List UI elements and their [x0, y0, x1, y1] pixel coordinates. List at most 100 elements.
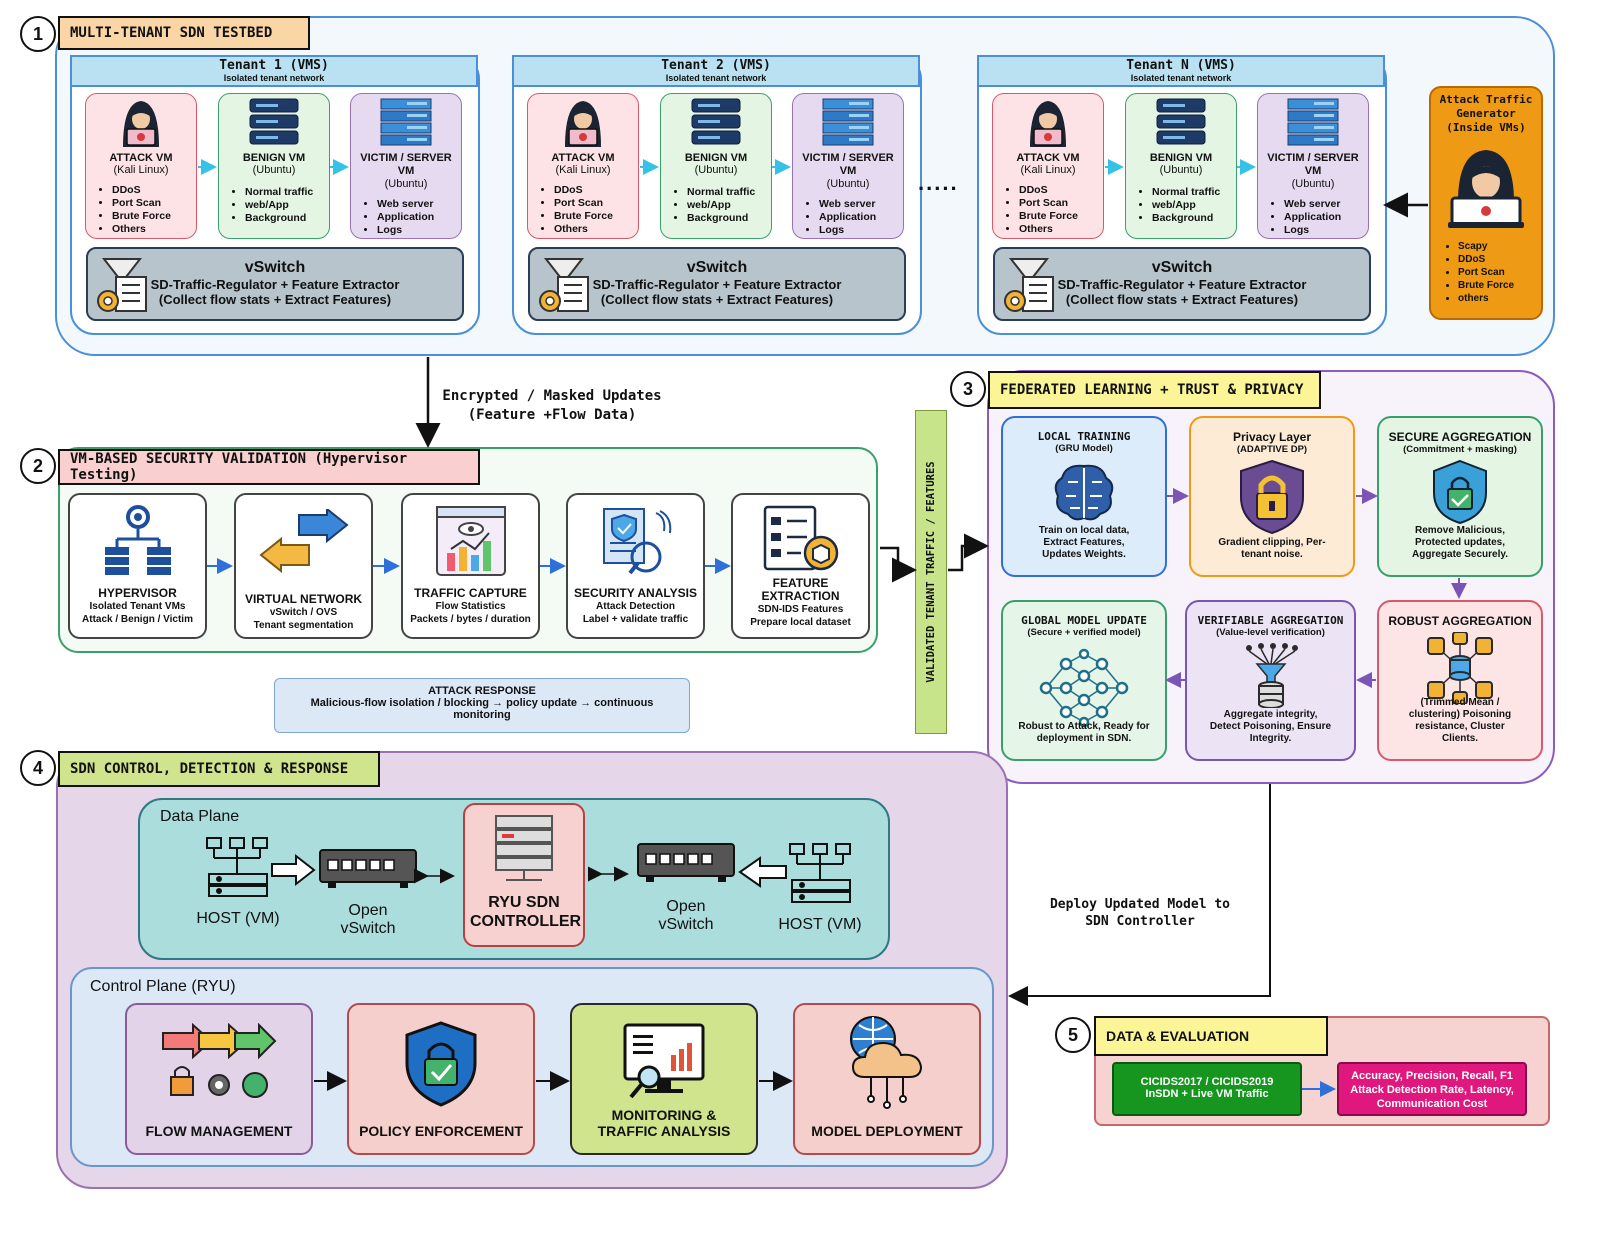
validation-line1: Isolated Tenant VMs: [89, 601, 186, 612]
validation-icon: [568, 503, 703, 587]
attack-response-title: ATTACK RESPONSE: [428, 685, 536, 697]
vm-bullet-item: DDoS: [1019, 184, 1103, 197]
vm-os: (Kali Linux): [555, 164, 611, 176]
switch-left-label: Open vSwitch: [340, 902, 396, 937]
validation-title: TRAFFIC CAPTURE: [414, 586, 527, 600]
vswitch-box: vSwitch SD-Traffic-Regulator + Feature E…: [86, 247, 464, 321]
vm-bullet-item: Brute Force: [554, 210, 638, 223]
section-number-1: 1: [20, 16, 56, 52]
vm-bullets: Normal trafficweb/AppBackground: [1126, 186, 1236, 225]
validation-icon: [236, 506, 371, 593]
vm-bullet-item: Normal traffic: [687, 186, 771, 199]
vm-bullets: DDoSPort ScanBrute ForceOthers: [528, 184, 638, 236]
fl-title: LOCAL TRAINING: [1037, 430, 1131, 443]
vm-bullet-item: Others: [112, 223, 196, 236]
vm-title: VICTIM / SERVER VM: [802, 152, 894, 177]
vm-bullet-item: Web server: [819, 198, 903, 211]
hacker-icon: [993, 97, 1103, 150]
control-plane-label: Control Plane (RYU): [90, 978, 236, 995]
vm-bullet-item: Application: [377, 211, 461, 224]
generator-item: others: [1458, 292, 1514, 305]
vswitch-box: vSwitch SD-Traffic-Regulator + Feature E…: [528, 247, 906, 321]
fl-subtitle: (Commitment + masking): [1403, 444, 1517, 455]
tenant-title: Tenant N (VMS): [1126, 58, 1236, 73]
vm-os: (Kali Linux): [1020, 164, 1076, 176]
section-title-sdn: SDN CONTROL, DETECTION & RESPONSE: [58, 751, 380, 787]
validation-line2: Label + validate traffic: [582, 614, 689, 625]
tenant-header: Tenant 1 (VMS) Isolated tenant network: [70, 55, 478, 87]
fl-icon: [1003, 462, 1165, 529]
switch-left-icon: [318, 846, 418, 892]
tenant-subtitle: Isolated tenant network: [665, 73, 767, 83]
vm-bullet-item: DDoS: [554, 184, 638, 197]
victim-vm: VICTIM / SERVER VM (Ubuntu) Web serverAp…: [350, 93, 462, 239]
host-right-label: HOST (VM): [778, 916, 862, 933]
tenant-ellipsis: .....: [918, 170, 959, 195]
generator-title: Attack Traffic Generator (Inside VMs): [1439, 93, 1533, 134]
fl-title: ROBUST AGGREGATION: [1388, 614, 1532, 628]
victim-vm: VICTIM / SERVER VM (Ubuntu) Web serverAp…: [1257, 93, 1369, 239]
vswitch-title: vSwitch: [244, 259, 306, 276]
vm-bullets: Normal trafficweb/AppBackground: [661, 186, 771, 225]
vm-os: (Ubuntu): [252, 164, 296, 176]
validation-line1: Attack Detection: [596, 601, 675, 612]
funnel-gear-icon: [1001, 255, 1057, 320]
attack-vm: ATTACK VM (Kali Linux) DDoSPort ScanBrut…: [992, 93, 1104, 239]
vm-bullet-item: Web server: [377, 198, 461, 211]
server-rack-icon: [492, 814, 556, 884]
validated-traffic-label: VALIDATED TENANT TRAFFIC / FEATURES: [925, 461, 937, 683]
fl-box: ROBUST AGGREGATION (Trimmed Mean / clust…: [1377, 600, 1543, 761]
flow-management-label: FLOW MANAGEMENT: [145, 1123, 293, 1139]
vm-bullet-item: Background: [245, 212, 329, 225]
fl-description: Train on local data, Extract Features, U…: [1038, 525, 1130, 560]
vm-bullets: DDoSPort ScanBrute ForceOthers: [86, 184, 196, 236]
benign-vm: BENIGN VM (Ubuntu) Normal trafficweb/App…: [1125, 93, 1237, 239]
fl-description: Remove Malicious, Protected updates, Agg…: [1412, 525, 1508, 560]
deploy-model-line1: Deploy Updated Model to: [1049, 897, 1230, 912]
benign-vm: BENIGN VM (Ubuntu) Normal trafficweb/App…: [218, 93, 330, 239]
metrics-box: Accuracy, Precision, Recall, F1 Attack D…: [1337, 1062, 1527, 1116]
fl-icon: [1003, 648, 1165, 733]
validation-icon: [733, 503, 868, 577]
attack-vm: ATTACK VM (Kali Linux) DDoSPort ScanBrut…: [527, 93, 639, 239]
tenant-title: Tenant 2 (VMS): [661, 58, 771, 73]
server-icon: [661, 97, 771, 150]
vswitch-line2: (Collect flow stats + Extract Features): [158, 292, 392, 307]
vm-os: (Ubuntu): [826, 178, 870, 190]
vm-bullets: DDoSPort ScanBrute ForceOthers: [993, 184, 1103, 236]
vm-bullets: Web serverApplicationLogs: [351, 198, 461, 237]
arrow-to-validated: [880, 546, 917, 583]
section-title-evaluation: DATA & EVALUATION: [1094, 1016, 1328, 1056]
vm-os: (Kali Linux): [113, 164, 169, 176]
fl-icon: [1379, 459, 1541, 530]
vm-os: (Ubuntu): [1291, 178, 1335, 190]
fl-box: VERIFIABLE AGGREGATION (Value-level veri…: [1185, 600, 1356, 761]
encrypted-updates-line1: Encrypted / Masked Updates: [442, 388, 662, 404]
section-number-4: 4: [20, 750, 56, 786]
vswitch-title: vSwitch: [686, 259, 748, 276]
server-stack-icon: [1258, 97, 1368, 150]
server-stack-icon: [793, 97, 903, 150]
datasets-box: CICIDS2017 / CICIDS2019 InSDN + Live VM …: [1112, 1062, 1302, 1116]
flow-management-box: FLOW MANAGEMENT: [125, 1003, 313, 1155]
vm-bullet-item: Brute Force: [1019, 210, 1103, 223]
vm-bullet-item: Logs: [377, 224, 461, 237]
arrow-to-federated: [948, 533, 989, 572]
vm-bullet-item: Application: [819, 211, 903, 224]
vm-bullet-item: web/App: [687, 199, 771, 212]
vm-title: BENIGN VM: [1149, 152, 1213, 164]
vm-os: (Ubuntu): [1159, 164, 1203, 176]
validation-line2: Prepare local dataset: [750, 617, 851, 628]
validation-line2: Packets / bytes / duration: [410, 614, 531, 625]
generator-item: Port Scan: [1458, 266, 1514, 279]
shield-lock-icon: [405, 1021, 477, 1107]
validation-title: HYPERVISOR: [98, 586, 177, 600]
vm-bullet-item: Application: [1284, 211, 1368, 224]
host-left-label: HOST (VM): [196, 910, 280, 927]
encrypted-updates-label: Encrypted / Masked Updates (Feature +Flo…: [430, 387, 674, 425]
vm-bullet-item: Normal traffic: [1152, 186, 1236, 199]
vm-bullets: Web serverApplicationLogs: [793, 198, 903, 237]
vm-bullets: Web serverApplicationLogs: [1258, 198, 1368, 237]
validated-traffic-bar: VALIDATED TENANT TRAFFIC / FEATURES: [915, 410, 947, 734]
fl-box: Privacy Layer (ADAPTIVE DP) Gradient cli…: [1189, 416, 1355, 577]
